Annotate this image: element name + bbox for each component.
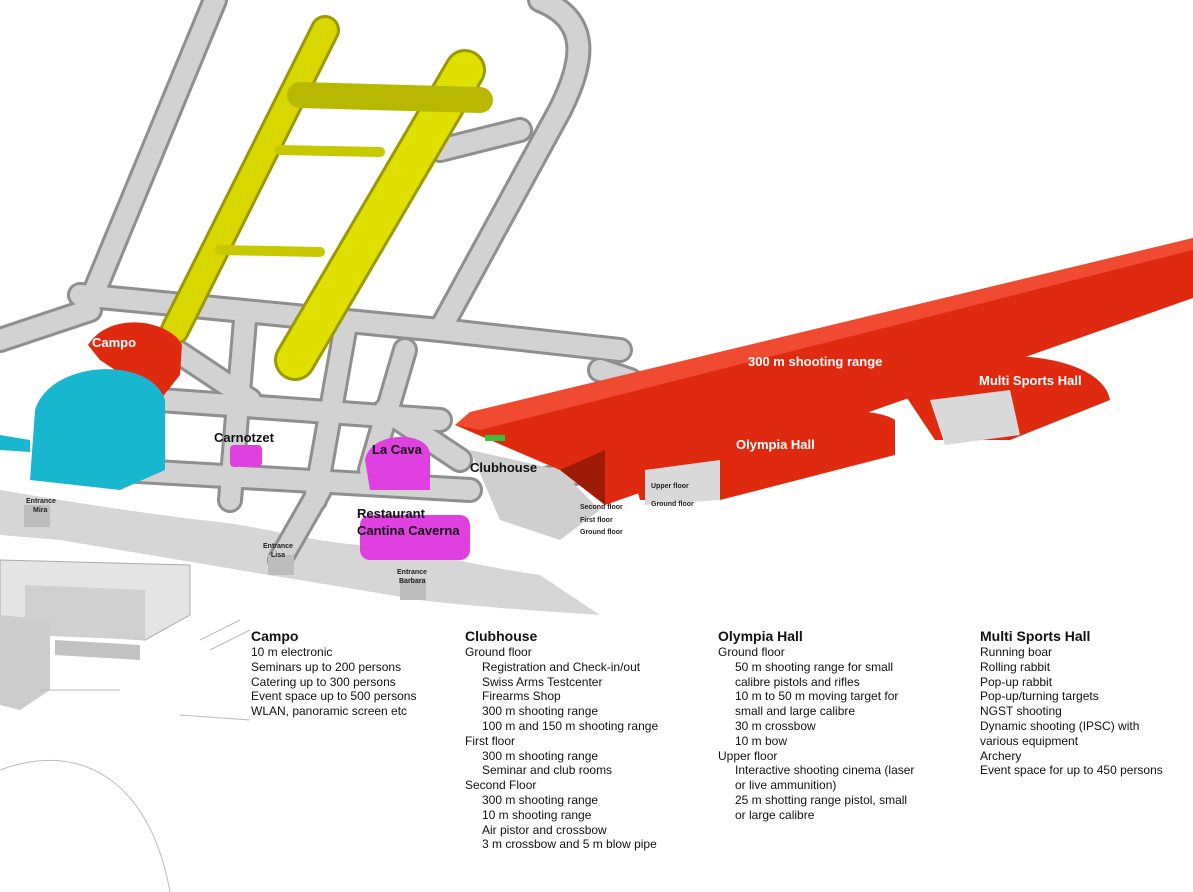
legend-line: WLAN, panoramic screen etc — [251, 704, 408, 719]
legend-line: 10 m bow — [735, 733, 788, 748]
entrance-barbara-label-1: Entrance — [397, 569, 427, 576]
entrance-mira-label-1: Entrance — [26, 498, 56, 505]
legend-title: Multi Sports Hall — [980, 628, 1091, 644]
olympia-hall-label: Olympia Hall — [736, 437, 815, 452]
entrance-mira-building — [24, 505, 50, 527]
olympia-upper-floor-label: Upper floor — [651, 483, 689, 490]
cave-outline — [0, 490, 600, 615]
legend-line: 10 m electronic — [251, 645, 333, 659]
restaurant-building — [360, 515, 470, 560]
legend-line: Upper floor — [718, 748, 778, 763]
entrance-lisa-label-2: Lisa — [271, 552, 285, 559]
legend-title: Olympia Hall — [718, 628, 803, 644]
legend-line: Event space for up to 450 persons — [980, 763, 1163, 778]
clubhouse-label: Clubhouse — [470, 460, 537, 475]
legend-line: Running boar — [980, 645, 1053, 659]
legend-line: Interactive shooting cinema (laser — [735, 763, 915, 778]
legend-line: Dynamic shooting (IPSC) with — [980, 718, 1140, 733]
legend-line: 300 m shooting range — [482, 748, 599, 763]
legend-line: Seminars up to 200 persons — [251, 659, 402, 674]
legend-line: NGST shooting — [980, 704, 1062, 719]
legend-line: small and large calibre — [735, 704, 856, 719]
restaurant-label-line2: Cantina Caverna — [357, 523, 460, 538]
legend-line: Pop-up rabbit — [980, 674, 1053, 689]
legend-line: Air pistor and crossbow — [482, 822, 607, 837]
legend-line: various equipment — [980, 733, 1079, 748]
legend-line: Ground floor — [465, 645, 532, 659]
legend-line: 30 m crossbow — [735, 718, 816, 733]
range-300m-label: 300 m shooting range — [748, 354, 882, 369]
legend-line: 10 m to 50 m moving target for — [735, 689, 899, 704]
legend-line: Event space up to 500 persons — [251, 689, 417, 704]
carnotzet-building — [230, 445, 262, 467]
legend-line: 50 m shooting range for small — [735, 659, 894, 674]
la-cava-building — [365, 436, 430, 490]
entrance-lisa-building — [268, 555, 294, 575]
legend-line: 100 m and 150 m shooting range — [482, 718, 659, 733]
clubhouse-second-floor-label: Second floor — [580, 504, 623, 511]
clubhouse-ground-floor-label: Ground floor — [580, 529, 623, 536]
legend-line: calibre pistols and rifles — [735, 674, 860, 689]
legend-line: Seminar and club rooms — [482, 763, 613, 778]
legend-line: or live ammunition) — [735, 778, 837, 793]
legend-title: Clubhouse — [465, 628, 538, 644]
legend-line: or large calibre — [735, 807, 815, 822]
multi-sports-hall-label: Multi Sports Hall — [979, 373, 1082, 388]
legend-line: Second Floor — [465, 778, 537, 793]
legend-line: 10 m shooting range — [482, 807, 592, 822]
legend-line: Ground floor — [718, 645, 785, 659]
legend-line: 3 m crossbow and 5 m blow pipe — [482, 837, 657, 852]
legend-line: Firearms Shop — [482, 689, 561, 704]
legend-title: Campo — [251, 628, 299, 644]
clubhouse-building — [470, 450, 600, 540]
entrance-mira-label-2: Mira — [33, 507, 48, 514]
olympia-ground-floor-label: Ground floor — [651, 501, 694, 508]
cyan-hall — [30, 369, 165, 490]
legend-line: Pop-up/turning targets — [980, 689, 1099, 704]
legend-line: Archery — [980, 748, 1022, 763]
campo-building — [88, 322, 182, 400]
clubhouse-first-floor-label: First floor — [580, 517, 613, 524]
carnotzet-label: Carnotzet — [214, 430, 275, 445]
surface-buildings — [0, 559, 251, 892]
legend-line: Catering up to 300 persons — [251, 674, 396, 689]
legend-line: 300 m shooting range — [482, 704, 599, 719]
restaurant-label-line1: Restaurant — [357, 506, 426, 521]
legend-line: 300 m shooting range — [482, 792, 599, 807]
legend-line: Swiss Arms Testcenter — [482, 674, 603, 689]
yellow-tunnels — [160, 15, 493, 381]
shooting-range-300m — [455, 238, 1193, 505]
campo-label: Campo — [92, 335, 136, 350]
legend-line: Registration and Check-in/out — [482, 659, 641, 674]
legend-line: 25 m shotting range pistol, small — [735, 792, 908, 807]
entrance-barbara-label-2: Barbara — [399, 578, 426, 585]
legend-line: Rolling rabbit — [980, 659, 1051, 674]
legend-line: First floor — [465, 733, 516, 748]
entrance-barbara-building — [400, 578, 426, 600]
entrance-lisa-label-1: Entrance — [263, 543, 293, 550]
la-cava-label: La Cava — [372, 442, 423, 457]
